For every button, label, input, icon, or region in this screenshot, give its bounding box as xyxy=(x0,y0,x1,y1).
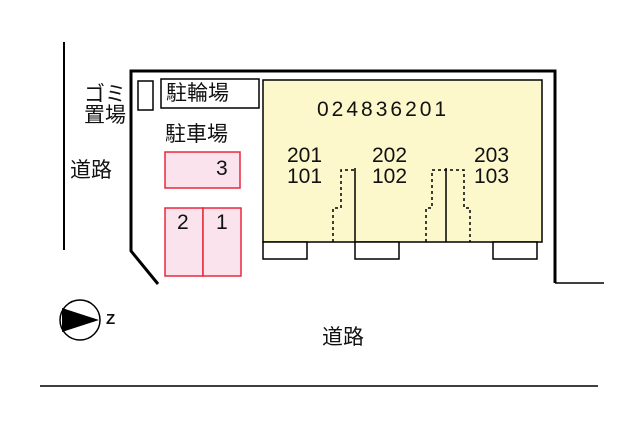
stairs-1 xyxy=(332,169,355,242)
parking-space-2 xyxy=(164,207,204,277)
unit-lower-1: 101 xyxy=(287,165,323,188)
garbage-label-line1: ゴミ xyxy=(84,82,126,106)
entrance-step-1 xyxy=(262,241,308,260)
unit-lower-2: 102 xyxy=(372,165,408,188)
car-parking-label: 駐車場 xyxy=(165,122,228,146)
building-code: 024836201 xyxy=(317,98,450,121)
road-left-label: 道路 xyxy=(70,158,112,182)
parking-space-3-number: 3 xyxy=(216,157,228,180)
entrance-step-3 xyxy=(492,241,538,260)
bicycle-parking-label: 駐輪場 xyxy=(166,81,229,105)
stairs-2 xyxy=(425,169,471,242)
parking-space-2-number: 2 xyxy=(177,211,189,234)
parking-space-1 xyxy=(202,207,242,277)
garbage-station-label: ゴミ 置場 xyxy=(84,84,126,126)
building xyxy=(262,79,543,243)
compass-icon xyxy=(59,299,101,341)
unit-lower-3: 103 xyxy=(474,165,510,188)
road-bottom-label: 道路 xyxy=(322,325,364,349)
unit-upper-1: 201 xyxy=(287,144,323,167)
bicycle-parking-box xyxy=(160,78,260,109)
parking-space-1-number: 1 xyxy=(216,211,228,234)
unit-upper-2: 202 xyxy=(372,144,408,167)
parking-space-3 xyxy=(164,151,241,189)
garbage-label-line2: 置場 xyxy=(84,103,126,127)
garbage-station xyxy=(137,80,154,111)
compass-letter: Z xyxy=(106,311,116,328)
entrance-step-2 xyxy=(354,241,400,260)
lot-boundary xyxy=(129,69,557,285)
unit-upper-3: 203 xyxy=(474,144,510,167)
